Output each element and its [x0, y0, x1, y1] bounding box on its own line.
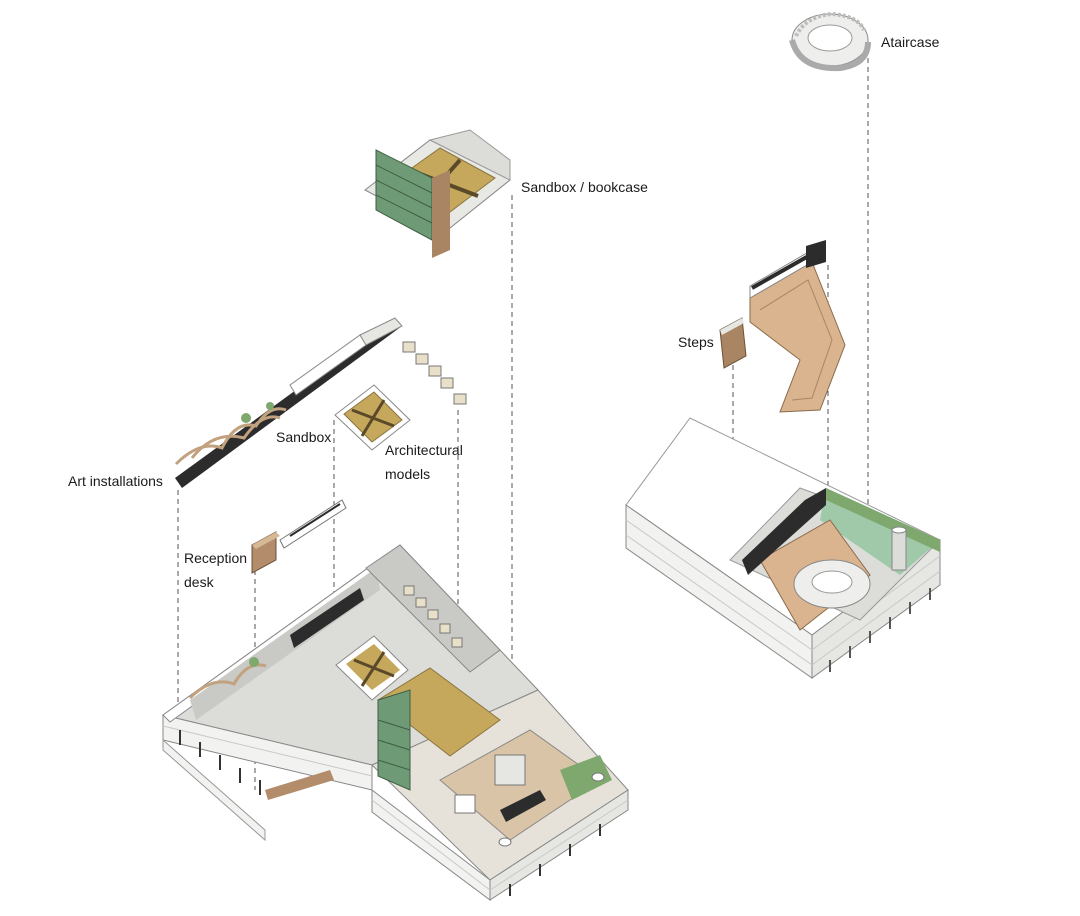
reception-desk-model: [251, 499, 347, 574]
spiral-staircase-model: [789, 11, 871, 72]
sandbox-bookcase-label: Sandbox / bookcase: [521, 179, 648, 195]
right-floor-block: [625, 417, 941, 679]
art-installations-label: Art installations: [68, 473, 163, 489]
sandbox-bookcase-model: [364, 129, 511, 258]
architectural-models-row: [402, 341, 467, 405]
reception-desk-label: Reception desk: [184, 550, 248, 590]
staircase-label: Ataircase: [881, 34, 940, 50]
art-installations-wall: [174, 317, 403, 488]
sandbox-label: Sandbox: [276, 429, 332, 445]
steps-model: [719, 317, 747, 369]
ramp-model: [749, 240, 846, 413]
architectural-models-label: Architectural models: [385, 442, 463, 482]
left-floor-block: [161, 544, 629, 901]
steps-label: Steps: [678, 334, 714, 350]
sandbox-model: [334, 384, 411, 451]
